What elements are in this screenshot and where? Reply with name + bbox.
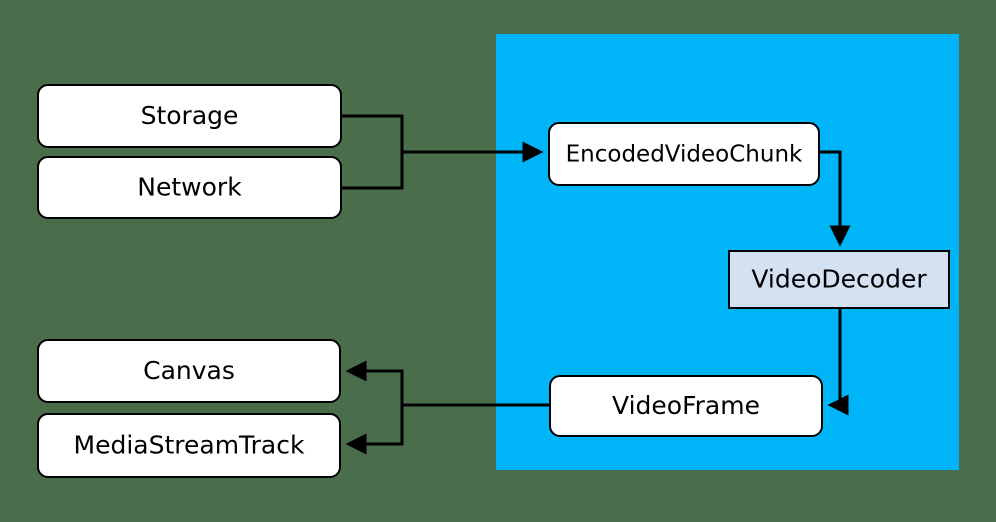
node-shape-canvas xyxy=(37,339,341,403)
edges-layer xyxy=(341,114,851,455)
node-shape-storage xyxy=(37,84,342,148)
node-mediastreamtrack[interactable]: MediaStreamTrack xyxy=(37,413,341,478)
node-network[interactable]: Network xyxy=(37,156,342,219)
node-shape-mediastreamtrack xyxy=(37,413,341,478)
node-videoframe[interactable]: VideoFrame xyxy=(549,375,823,437)
node-encodedvideochunk[interactable]: EncodedVideoChunk xyxy=(548,122,820,186)
edge-videodecoder-to-videoframe xyxy=(827,308,849,416)
edge-encodedvideochunk-to-videodecoder xyxy=(819,150,851,247)
node-shape-encodedvideochunk xyxy=(548,122,820,186)
node-label-mediastreamtrack: MediaStreamTrack xyxy=(74,431,305,460)
node-label-encodedvideochunk: EncodedVideoChunk xyxy=(566,142,803,168)
edge-videoframe-to-mediastreamtrack xyxy=(345,405,404,455)
node-shape-network xyxy=(37,156,342,219)
node-label-storage: Storage xyxy=(141,101,239,130)
node-canvas[interactable]: Canvas xyxy=(37,339,341,403)
node-storage[interactable]: Storage xyxy=(37,84,342,148)
node-shape-videoframe xyxy=(549,375,823,437)
node-label-videoframe: VideoFrame xyxy=(612,391,760,420)
node-label-videodecoder: VideoDecoder xyxy=(751,265,927,294)
node-label-network: Network xyxy=(137,173,242,202)
node-shape-videodecoder xyxy=(728,250,950,309)
edge-videoframe-to-canvas xyxy=(345,360,550,407)
node-label-canvas: Canvas xyxy=(143,356,235,385)
edge-network-to-encodedvideochunk xyxy=(341,150,540,190)
node-videodecoder[interactable]: VideoDecoder xyxy=(728,250,950,309)
